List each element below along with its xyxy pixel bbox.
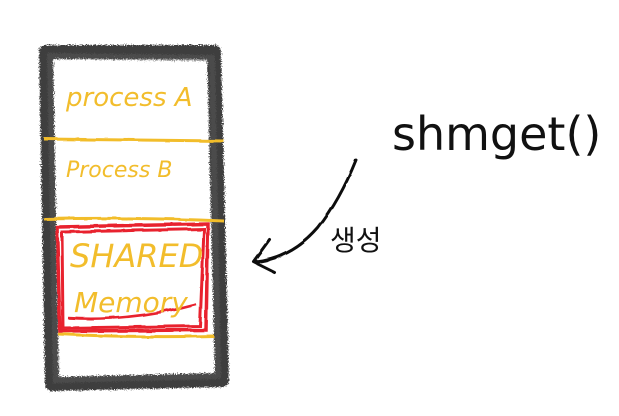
- action-label: 생성: [330, 224, 382, 257]
- memory-block-outline: [39, 45, 229, 391]
- divider-a-b: [43, 137, 225, 143]
- region-a-label: process A: [65, 83, 193, 113]
- region-dividers: [43, 137, 225, 339]
- arrow-head: [252, 238, 276, 274]
- arrow: [252, 158, 358, 274]
- divider-b-shared: [43, 216, 225, 223]
- shared-label-line2: Memory: [74, 286, 188, 319]
- shared-memory-box: [55, 222, 210, 333]
- shared-label-line1: SHARED: [70, 237, 203, 275]
- divider-shared-bottom: [57, 332, 215, 339]
- arrow-shaft: [254, 158, 358, 264]
- region-b-label: Process B: [66, 158, 172, 183]
- function-call-label: shmget(): [392, 107, 601, 161]
